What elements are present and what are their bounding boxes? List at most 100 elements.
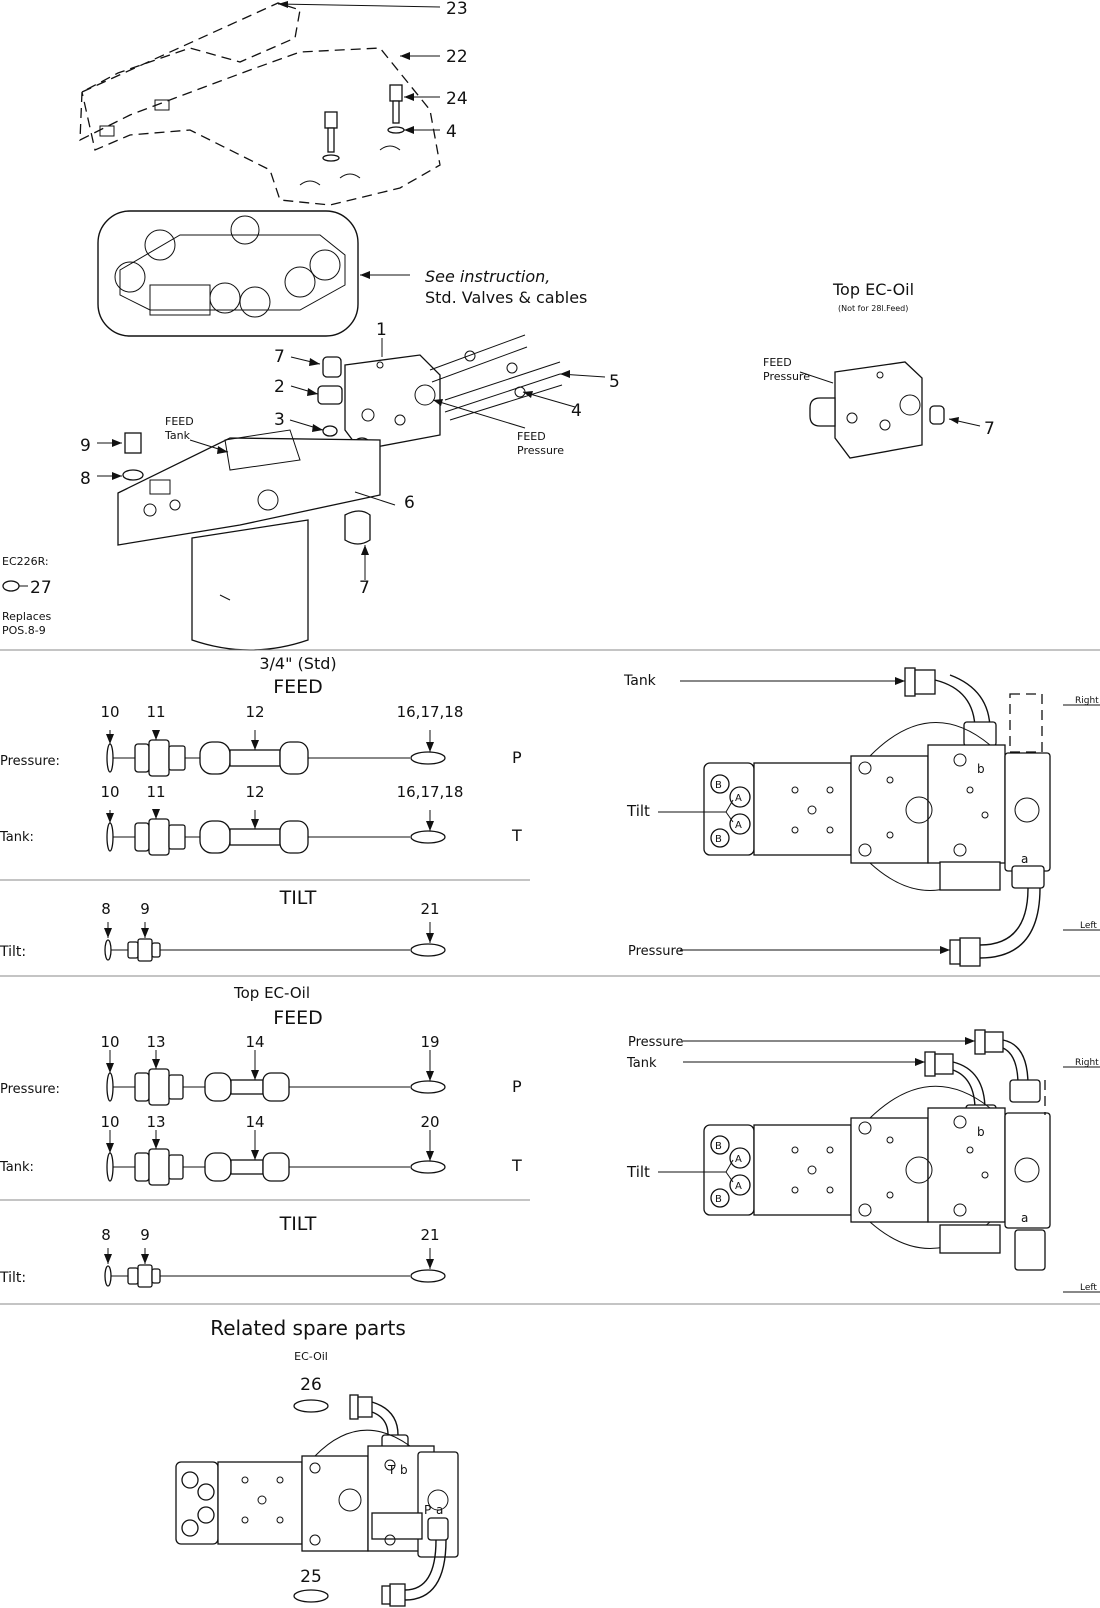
top-p-c3: 14 — [245, 1033, 264, 1051]
top-view-a: a — [1021, 1211, 1028, 1225]
top-t-c3: 14 — [245, 1113, 264, 1131]
std-view-right: Right — [1075, 696, 1099, 706]
std-p-c2: 11 — [146, 703, 165, 721]
top-t-end: T — [511, 1156, 522, 1175]
leaders-mid — [289, 338, 606, 432]
ec226r-part-icon — [2, 580, 28, 592]
callout-3: 3 — [274, 410, 285, 430]
callout-4-top: 4 — [446, 122, 457, 142]
top-p-c2: 13 — [146, 1033, 165, 1051]
callout-23: 23 — [446, 0, 468, 19]
std-view-tilt: Tilt — [626, 802, 650, 820]
related-callout-26: 26 — [300, 1375, 322, 1395]
top-view-A2: A — [735, 1181, 742, 1192]
callout-7-lower: 7 — [359, 578, 370, 598]
std-view-B2: B — [715, 834, 722, 845]
related-title: Related spare parts — [210, 1316, 406, 1340]
feed-tank-label-1: FEED — [165, 415, 194, 428]
top-ec-oil-title: Top EC-Oil — [832, 280, 914, 299]
bolts-5 — [429, 334, 563, 421]
std-t-end: T — [511, 826, 522, 845]
top-view-right: Right — [1075, 1058, 1099, 1068]
cover-assembly — [79, 2, 441, 206]
top-t-c2: 13 — [146, 1113, 165, 1131]
top-view-B1: B — [715, 1141, 722, 1152]
valve-view-top — [658, 1029, 1100, 1293]
std-view-a: a — [1021, 852, 1028, 866]
top-tilt-c2: 9 — [140, 1226, 150, 1244]
std-tilt-label: Tilt: — [0, 944, 26, 960]
feed-tank-label-2: Tank — [164, 429, 191, 442]
top-p-c4: 19 — [420, 1033, 439, 1051]
related-T: T — [387, 1463, 396, 1477]
top-title: Top EC-Oil — [233, 984, 310, 1002]
top-view-tilt: Tilt — [626, 1163, 650, 1181]
related-ec-oil-assembly — [175, 1394, 459, 1607]
related-b: b — [400, 1463, 408, 1477]
callout-27: 27 — [30, 578, 52, 598]
std-view-b: b — [977, 762, 985, 776]
top-view-tank: Tank — [626, 1056, 657, 1071]
top-view-left: Left — [1080, 1283, 1097, 1293]
callout-4-mid: 4 — [571, 401, 582, 421]
callout-6: 6 — [404, 493, 415, 513]
top-pressure-label: Pressure — [763, 370, 810, 383]
ec226r-title: EC226R: — [2, 555, 49, 568]
std-tank-fitting-row — [106, 809, 446, 856]
std-tilt-title: TILT — [279, 887, 317, 909]
std-p-c1: 10 — [100, 703, 119, 721]
top-tank-fitting-row — [106, 1130, 446, 1186]
callout-1: 1 — [376, 320, 387, 340]
callout-leaders-top — [277, 1, 441, 134]
std-feed-title: FEED — [273, 676, 323, 698]
top-tilt-title: TILT — [279, 1213, 317, 1235]
std-title: 3/4" (Std) — [259, 654, 336, 673]
top-pressure-label-row: Pressure: — [0, 1082, 60, 1097]
std-t-c1: 10 — [100, 783, 119, 801]
top-ec-oil-subtitle: (Not for 28l.Feed) — [838, 304, 908, 313]
top-p-c1: 10 — [100, 1033, 119, 1051]
ec226r-note-2: POS.8-9 — [2, 624, 46, 637]
top-tilt-c1: 8 — [101, 1226, 111, 1244]
std-t-c3: 12 — [245, 783, 264, 801]
callout-9: 9 — [80, 436, 91, 456]
top-ec-oil-block — [799, 361, 981, 459]
callout-8: 8 — [80, 469, 91, 489]
top-tank-label-row: Tank: — [0, 1160, 34, 1175]
valve-block-1 — [344, 354, 441, 451]
top-view-pressure: Pressure — [628, 1035, 684, 1050]
std-tilt-c4: 21 — [420, 900, 439, 918]
callout-7-upper: 7 — [274, 347, 285, 367]
std-tank-label: Tank: — [0, 830, 34, 845]
top-feed-title: FEED — [273, 1007, 323, 1029]
std-p-c4: 16,17,18 — [397, 703, 464, 721]
std-p-end: P — [512, 748, 522, 767]
top-tilt-c4: 21 — [420, 1226, 439, 1244]
valve-view-std — [658, 667, 1100, 967]
std-tilt-c2: 9 — [140, 900, 150, 918]
callout-2: 2 — [274, 377, 285, 397]
top-view-B2: B — [715, 1194, 722, 1205]
top-t-c4: 20 — [420, 1113, 439, 1131]
related-subtitle: EC-Oil — [294, 1350, 328, 1363]
bolt-24 — [322, 84, 405, 162]
std-view-A1: A — [735, 793, 742, 804]
feed-pressure-label-2: Pressure — [517, 444, 564, 457]
leaders-lower — [97, 439, 396, 580]
top-view-b: b — [977, 1125, 985, 1139]
top-view-A1: A — [735, 1154, 742, 1165]
std-tilt-fitting-row — [104, 922, 446, 962]
std-pressure-label: Pressure: — [0, 754, 60, 769]
std-view-pressure: Pressure — [628, 944, 684, 959]
std-p-c3: 12 — [245, 703, 264, 721]
callout-24: 24 — [446, 89, 468, 109]
std-t-c2: 11 — [146, 783, 165, 801]
related-P: P — [424, 1503, 431, 1517]
std-view-tank: Tank — [623, 673, 657, 689]
top-feed-label: FEED — [763, 356, 792, 369]
top-tilt-fitting-row — [104, 1248, 446, 1288]
std-view-B1: B — [715, 780, 722, 791]
callout-22: 22 — [446, 47, 468, 67]
valves-cables-box — [97, 210, 410, 337]
